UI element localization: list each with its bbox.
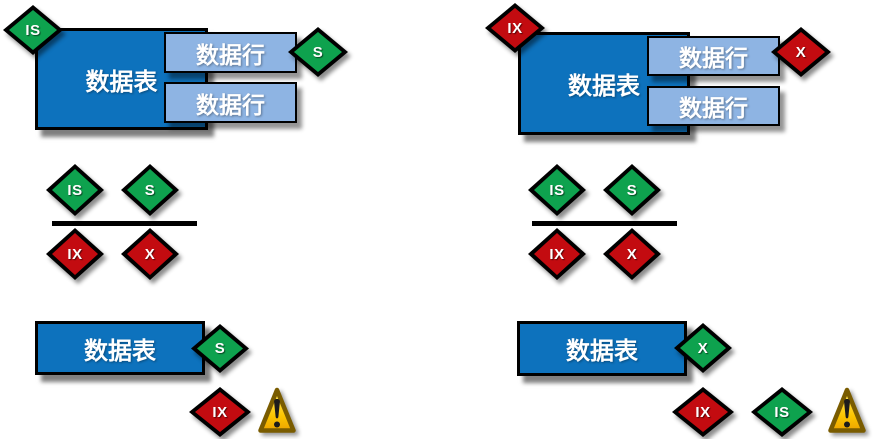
- right-bottom-table-box: 数据表: [517, 321, 687, 376]
- lock-label: IX: [212, 403, 228, 421]
- right-top-row2-box: 数据行: [647, 86, 780, 126]
- right-top-row1-box: 数据行: [647, 36, 780, 76]
- lock-label: S: [312, 43, 324, 61]
- lock-S-diamond: S: [288, 27, 348, 77]
- matrix-X-diamond: X: [121, 228, 179, 280]
- lock-label: IX: [549, 245, 565, 263]
- matrix-IX-diamond: IX: [528, 228, 586, 280]
- matrix-IX-diamond: IX: [46, 228, 104, 280]
- lock-label: IS: [67, 181, 83, 199]
- lock-label: IX: [507, 19, 523, 37]
- matrix-S-diamond: S: [603, 164, 661, 216]
- lock-IS-diamond: IS: [3, 5, 63, 55]
- lock-X-diamond: X: [771, 27, 831, 77]
- left-top-row2-box: 数据行: [164, 82, 297, 123]
- left-top-row1-box: 数据行: [164, 32, 297, 73]
- lock-label: IX: [67, 245, 83, 263]
- waiting-IX-diamond: IX: [672, 387, 734, 437]
- matrix-IS-diamond: IS: [528, 164, 586, 216]
- matrix-IS-diamond: IS: [46, 164, 104, 216]
- lock-label: IS: [25, 21, 41, 39]
- waiting-IS-diamond: IS: [751, 387, 813, 437]
- compatibility-divider-line: [532, 221, 677, 226]
- lock-label: IS: [549, 181, 565, 199]
- matrix-X-diamond: X: [603, 228, 661, 280]
- lock-label: X: [795, 43, 807, 61]
- lock-label: S: [144, 181, 156, 199]
- warning-icon: [828, 387, 866, 433]
- lock-label: X: [144, 245, 156, 263]
- lock-label: S: [214, 340, 226, 357]
- compatibility-divider-line: [52, 221, 197, 226]
- lock-label: X: [697, 339, 709, 357]
- lock-IX-diamond: IX: [485, 3, 545, 53]
- granted-X-diamond: X: [674, 323, 732, 373]
- warning-icon: [258, 387, 296, 433]
- waiting-IX-diamond: IX: [189, 387, 251, 437]
- matrix-S-diamond: S: [121, 164, 179, 216]
- left-bottom-table-box: 数据表: [35, 321, 205, 375]
- lock-label: X: [626, 245, 638, 263]
- lock-label: S: [626, 181, 638, 199]
- lock-label: IS: [774, 403, 790, 421]
- granted-S-diamond: S: [191, 324, 249, 373]
- lock-label: IX: [695, 403, 711, 421]
